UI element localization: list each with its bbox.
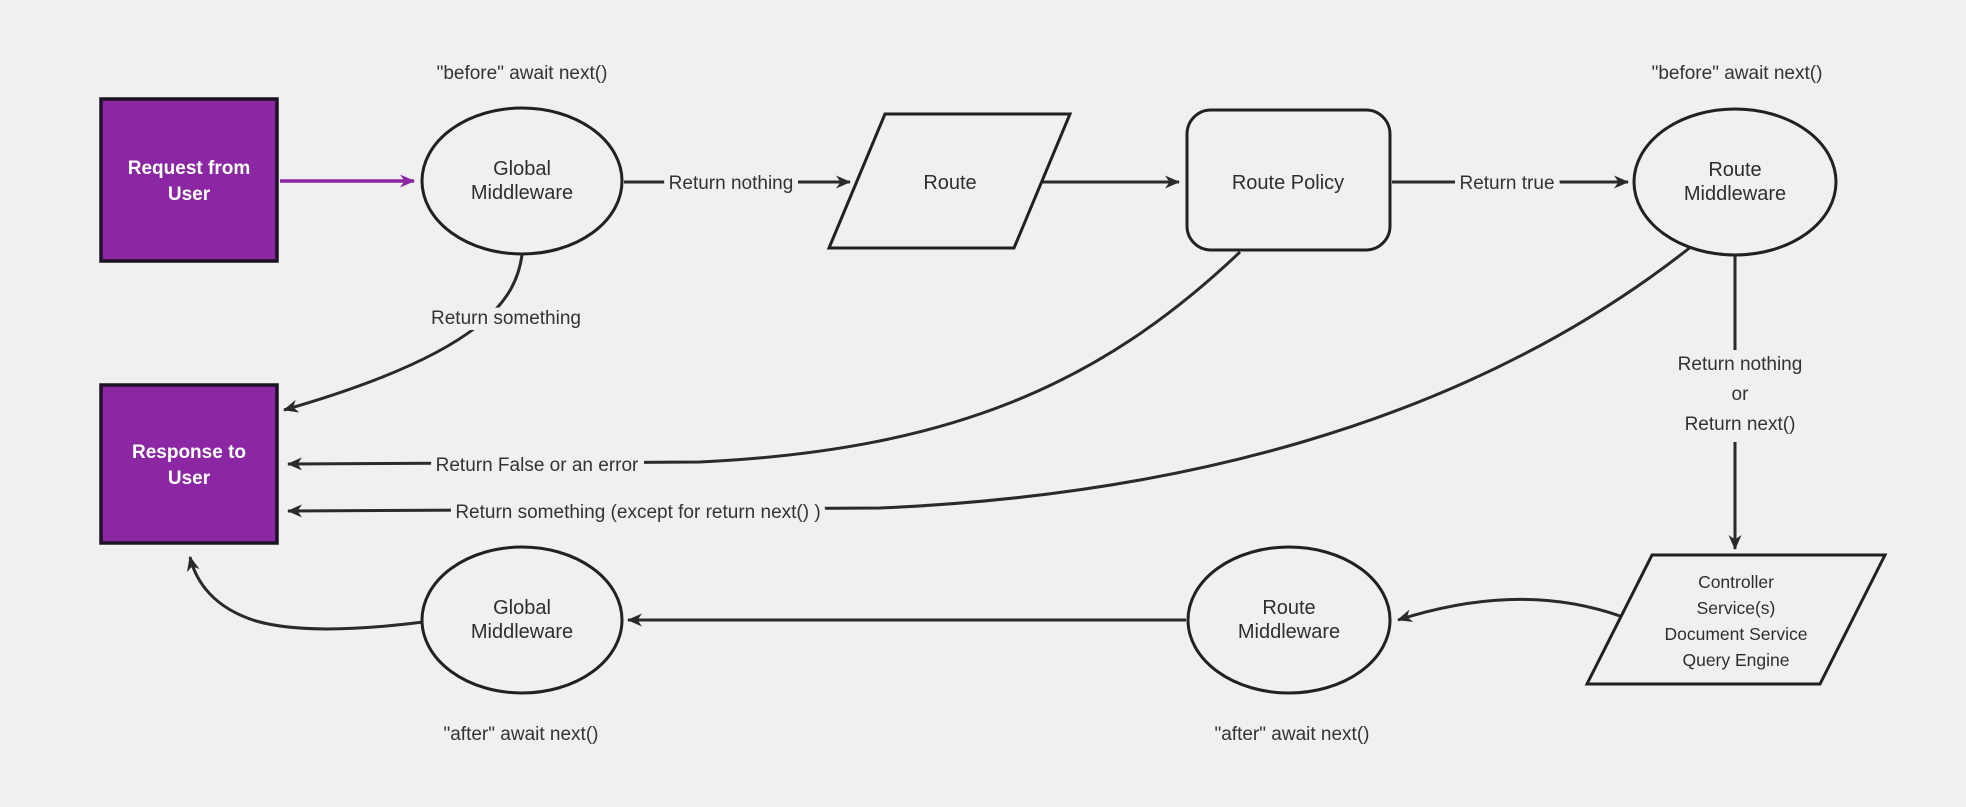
label-return-true: Return true <box>1459 173 1554 194</box>
label-return-nothing: Return nothing <box>669 173 794 194</box>
controller-line4: Query Engine <box>1682 650 1789 670</box>
edge-controller-to-route-middleware-bottom <box>1397 597 1621 622</box>
node-controller-services: Controller Service(s) Document Service Q… <box>1584 553 1888 686</box>
label-background <box>1650 350 1830 442</box>
global-middleware-top-line1: Global <box>493 158 551 180</box>
node-route-policy: Route Policy <box>1185 108 1392 252</box>
label-after-await-bottom-mid: "after" await next() <box>1215 724 1370 745</box>
node-global-middleware-top: Global Middleware <box>420 106 624 256</box>
node-route: Route <box>826 112 1073 250</box>
response-label-line1: Response to <box>132 442 246 463</box>
controller-line1: Controller <box>1698 572 1774 592</box>
global-middleware-bottom-line1: Global <box>493 597 551 619</box>
label-return-nothing-or-line3: Return next() <box>1685 414 1796 435</box>
route-label: Route <box>923 172 976 194</box>
global-middleware-bottom-line2: Middleware <box>471 621 573 643</box>
label-return-something: Return something <box>431 308 581 329</box>
request-label-line2: User <box>168 184 211 205</box>
controller-line2: Service(s) <box>1697 598 1776 618</box>
label-before-await-top-left: "before" await next() <box>437 63 608 84</box>
route-middleware-top-line1: Route <box>1708 159 1761 181</box>
route-middleware-top-line2: Middleware <box>1684 183 1786 205</box>
route-middleware-bottom-line2: Middleware <box>1238 621 1340 643</box>
controller-line3: Document Service <box>1665 624 1808 644</box>
label-return-false-or-error: Return False or an error <box>436 455 639 476</box>
node-route-middleware-bottom: Route Middleware <box>1186 545 1392 695</box>
edge-global-middleware-bottom-to-response <box>186 556 424 631</box>
node-request-from-user: Request from User <box>99 97 279 263</box>
request-label-line1: Request from <box>128 158 250 179</box>
label-before-await-top-right: "before" await next() <box>1652 63 1823 84</box>
node-global-middleware-bottom: Global Middleware <box>420 545 624 695</box>
node-response-to-user: Response to User <box>99 383 279 545</box>
global-middleware-top-line2: Middleware <box>471 182 573 204</box>
edge-route-middleware-to-response <box>287 244 1693 518</box>
node-route-middleware-top: Route Middleware <box>1632 107 1838 257</box>
response-label-line2: User <box>168 468 211 489</box>
label-return-nothing-or-line2: or <box>1732 384 1750 405</box>
edge-route-policy-to-response <box>287 250 1242 471</box>
route-policy-label: Route Policy <box>1232 172 1344 194</box>
label-after-await-bottom-left: "after" await next() <box>444 724 599 745</box>
edge-global-middleware-to-response <box>283 254 524 413</box>
route-middleware-bottom-line1: Route <box>1262 597 1315 619</box>
label-return-something-except: Return something (except for return next… <box>455 502 820 523</box>
label-return-nothing-or-line1: Return nothing <box>1678 354 1803 375</box>
